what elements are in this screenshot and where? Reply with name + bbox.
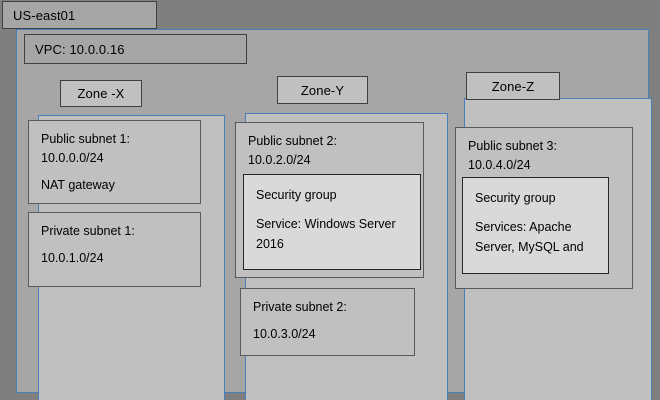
spacer [41,241,200,249]
subnet-box-public-1: Public subnet 1: 10.0.0.0/24 NAT gateway [28,120,201,204]
subnet-cidr: 10.0.0.0/24 [41,151,104,165]
subnet-box-private-2: Private subnet 2: 10.0.3.0/24 [240,288,415,356]
spacer [475,208,600,217]
subnet-title: Public subnet 3: [468,139,557,153]
security-group-services: Services: Apache Server, MySQL and [475,220,584,254]
zone-label-x: Zone -X [60,80,142,107]
subnet-resource: NAT gateway [41,178,115,192]
spacer [41,168,200,176]
subnet-box-private-1: Private subnet 1: 10.0.1.0/24 [28,212,201,287]
subnet-title: Public subnet 2: [248,134,337,148]
security-group-title: Security group [475,191,556,205]
subnet-title: Public subnet 1: [41,132,130,146]
spacer [256,205,412,214]
zone-label-z: Zone-Z [466,72,560,100]
security-group-services: Service: Windows Server 2016 [256,217,396,251]
subnet-cidr: 10.0.2.0/24 [248,153,311,167]
subnet-title: Private subnet 1: [41,224,135,238]
subnet-cidr: 10.0.1.0/24 [41,251,104,265]
subnet-title: Private subnet 2: [253,300,347,314]
security-group-title: Security group [256,188,337,202]
region-label: US-east01 [2,1,157,29]
zone-label-y: Zone-Y [277,76,368,104]
security-group-box-y: Security group Service: Windows Server 2… [243,174,421,270]
subnet-cidr: 10.0.4.0/24 [468,158,531,172]
vpc-label: VPC: 10.0.0.16 [24,34,247,64]
spacer [253,317,414,325]
security-group-box-z: Security group Services: Apache Server, … [462,177,609,274]
subnet-cidr: 10.0.3.0/24 [253,327,316,341]
